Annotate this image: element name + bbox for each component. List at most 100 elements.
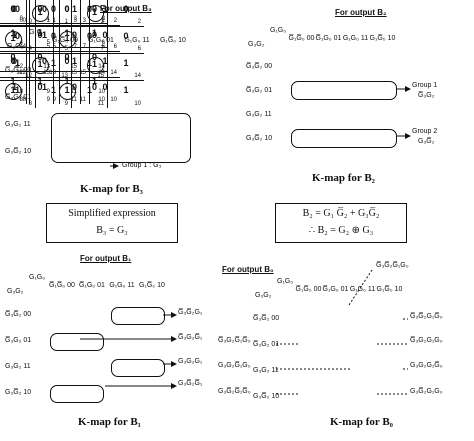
b0-term-right-3: G₃G₂G₁G̅₀ bbox=[410, 362, 443, 369]
cell-index: 7 bbox=[100, 46, 104, 52]
cell-value: 1 bbox=[37, 76, 43, 86]
cell-index: 15 bbox=[97, 73, 104, 79]
cell-value: 0 bbox=[10, 56, 16, 66]
cell-index: 10 bbox=[134, 101, 141, 107]
cell-value: 0 bbox=[11, 56, 17, 66]
b3-title: For output B₃ bbox=[100, 4, 152, 13]
row-header: G̅₃G₂ 01 bbox=[253, 341, 280, 348]
grouping-circle bbox=[5, 30, 22, 48]
row-header: G̅₃G₂ 01 bbox=[5, 337, 32, 344]
cell-value: 0 bbox=[64, 4, 70, 14]
cell-index: 1 bbox=[46, 16, 50, 22]
corner-label-left: G₃G₂ bbox=[7, 288, 24, 295]
corner-label-top: G₁G₀ bbox=[29, 274, 46, 281]
cell-index: 10 bbox=[110, 97, 117, 103]
corner-label-top: G₁G₀ bbox=[277, 278, 294, 285]
cell-index: 9 bbox=[52, 97, 56, 103]
grouping-circle bbox=[32, 4, 49, 22]
cell-index: 2 bbox=[137, 19, 141, 25]
cell-index: 5 bbox=[52, 44, 56, 50]
grouping-circle bbox=[59, 30, 76, 48]
cell-value: 0 bbox=[37, 82, 43, 92]
column-header: G₁G₀ 11 bbox=[349, 286, 376, 293]
grouping-circle bbox=[5, 83, 22, 100]
cell-index: 0 bbox=[19, 18, 23, 24]
grouping-circle bbox=[59, 83, 76, 100]
cell-value: 1 bbox=[64, 76, 70, 86]
simplified-heading: Simplified expression bbox=[68, 208, 156, 219]
cell-index: 13 bbox=[43, 70, 50, 76]
cell-index: 4 bbox=[19, 44, 23, 50]
cell-index: 12 bbox=[25, 73, 32, 79]
row-header: G₃G̅₂ 10 bbox=[5, 147, 32, 155]
column-header: G₁G₀ 11 bbox=[124, 37, 150, 44]
cell-value: 0 bbox=[10, 4, 16, 14]
cell-value: 0 bbox=[102, 30, 108, 40]
corner-label-top: G₁G₀ bbox=[29, 29, 46, 36]
cell-index: 9 bbox=[64, 101, 68, 107]
cell-index: 11 bbox=[70, 97, 77, 103]
cell-index: 13 bbox=[61, 73, 68, 79]
cell-value: 1 bbox=[91, 28, 97, 38]
cell-value: 0 bbox=[64, 52, 70, 62]
cell-index: 9 bbox=[46, 89, 50, 95]
grouping-circle bbox=[86, 56, 104, 74]
cell-value: 1 bbox=[91, 76, 97, 86]
row-header: G̅₃G₂ 01 bbox=[246, 87, 273, 94]
cell-index: 1 bbox=[52, 18, 56, 24]
cell-index: 6 bbox=[101, 40, 105, 46]
cell-index: 15 bbox=[70, 64, 77, 70]
cell-value: 1 bbox=[71, 56, 77, 66]
cell-index: 10 bbox=[98, 89, 105, 95]
cell-value: 0 bbox=[10, 4, 16, 14]
cell-index: 15 bbox=[79, 70, 86, 76]
corner-label-top: G₁G₀ bbox=[270, 27, 287, 34]
b0-term-right-4: G₃G̅₂G₁G₀ bbox=[410, 388, 443, 395]
b0-term-left-3: G₃G̅₂G̅₁G̅₀ bbox=[218, 388, 251, 395]
cell-value: 1 bbox=[41, 82, 47, 92]
row-header: G₃G̅₂ 10 bbox=[253, 393, 280, 400]
column-header: G₁G̅₀ 10 bbox=[376, 286, 403, 293]
cell-index: 14 bbox=[98, 70, 105, 76]
cell-index: 1 bbox=[64, 19, 68, 25]
column-header: G̅₁G̅₀ 00 bbox=[288, 35, 315, 42]
cell-value: 0 bbox=[91, 30, 97, 40]
row-header: G₃G₂ 11 bbox=[5, 120, 31, 128]
cell-value: 0 bbox=[123, 4, 129, 14]
b1-title: For output B₁ bbox=[80, 254, 132, 263]
b2-expression-line1: B₂ = G₁ G̅₂ + G₃G̅₂ bbox=[302, 208, 380, 219]
cell-value: 0 bbox=[14, 4, 20, 14]
cell-index: 4 bbox=[19, 40, 23, 46]
cell-index: 10 bbox=[98, 97, 105, 103]
grouping-circle bbox=[86, 4, 104, 22]
b3-caption: K-map for B₃ bbox=[80, 183, 143, 195]
column-header: G̅₁G₀ 01 bbox=[88, 37, 114, 44]
cell-index: 12 bbox=[19, 70, 26, 76]
cell-index: 4 bbox=[28, 46, 32, 52]
row-header: G₃G̅₂ 10 bbox=[5, 389, 32, 396]
b3-group1-label: Group 1 : G₃ bbox=[122, 162, 162, 169]
b0-leader-top bbox=[348, 269, 373, 306]
b2-title: For output B₂ bbox=[335, 8, 387, 17]
row-header: G₃G₂ 11 bbox=[253, 367, 279, 374]
b3-expression: B₃ = G₃ bbox=[96, 225, 128, 236]
corner-label-left: G₃G₂ bbox=[248, 41, 265, 48]
cell-value: 1 bbox=[41, 30, 47, 40]
cell-index: 12 bbox=[16, 64, 23, 70]
cell-index: 8 bbox=[28, 101, 32, 107]
cell-index: 2 bbox=[101, 18, 105, 24]
b2-group1-label: Group 1 bbox=[412, 82, 438, 89]
